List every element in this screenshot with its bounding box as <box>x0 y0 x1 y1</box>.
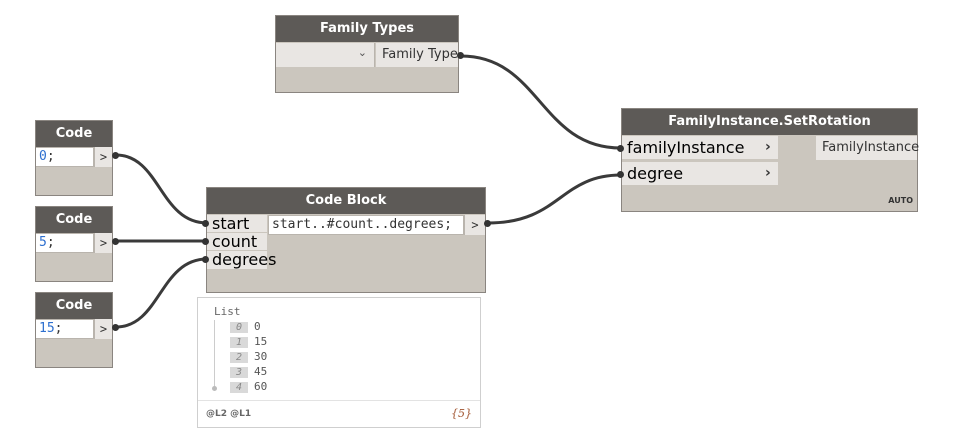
code-semicolon: ; <box>54 321 63 336</box>
list-value: 45 <box>254 365 268 378</box>
node-title: Family Types <box>276 16 458 42</box>
preview-footer: @L2 @L1 {5} <box>198 400 480 429</box>
list-index: 1 <box>230 337 248 348</box>
output-port-family-type[interactable]: Family Type <box>376 43 458 67</box>
wire-familytype-to-familyinstance[interactable] <box>460 54 622 150</box>
list-index: 2 <box>230 352 248 363</box>
code-semicolon: ; <box>46 149 55 164</box>
output-connector[interactable] <box>457 52 464 59</box>
chevron-down-icon: ⌄ <box>357 46 367 59</box>
input-port-degree[interactable]: degree <box>622 162 778 186</box>
output-port[interactable]: > <box>94 319 112 339</box>
output-connector[interactable] <box>112 238 119 245</box>
code-editor[interactable]: 0; <box>36 147 94 167</box>
node-title: Code Block <box>207 188 485 214</box>
wire-15-to-degrees[interactable] <box>115 257 208 329</box>
code-number: 0 <box>39 149 47 164</box>
list-index: 4 <box>230 382 248 393</box>
input-port-start[interactable]: start <box>207 215 267 233</box>
code-number: 5 <box>39 235 47 250</box>
code-block-0-node[interactable]: Code Block 0; > <box>35 120 113 196</box>
list-value: 30 <box>254 350 268 363</box>
node-title: FamilyInstance.SetRotation <box>622 109 917 135</box>
wire-0-to-start[interactable] <box>115 153 208 225</box>
output-port[interactable]: > <box>94 233 112 253</box>
input-port-family-instance[interactable]: familyInstance <box>622 136 778 160</box>
family-types-node[interactable]: Family Types ⌄ Family Type <box>275 15 459 93</box>
code-editor[interactable]: 5; <box>36 233 94 253</box>
port-label: count <box>212 232 258 251</box>
node-title: Code Block <box>36 207 112 253</box>
list-item: 1 15 <box>230 335 267 350</box>
list-index: 3 <box>230 367 248 378</box>
output-port-family-instance[interactable]: FamilyInstance <box>816 136 919 160</box>
input-connector[interactable] <box>617 145 624 152</box>
list-item: 2 30 <box>230 350 267 365</box>
input-connector[interactable] <box>202 220 209 227</box>
list-index: 0 <box>230 322 248 333</box>
chevron-right-icon: › <box>765 139 771 155</box>
list-tree-line <box>214 320 215 388</box>
port-label: degrees <box>212 250 277 269</box>
list-value: 0 <box>254 320 261 333</box>
output-port[interactable]: > <box>94 147 112 167</box>
code-editor[interactable]: start..#count..degrees; <box>268 215 464 235</box>
list-levels[interactable]: @L2 @L1 <box>206 409 252 419</box>
list-title: List <box>214 305 241 318</box>
list-count: {5} <box>451 407 472 420</box>
code-number: 15 <box>39 321 55 336</box>
input-connector[interactable] <box>202 256 209 263</box>
node-title: Code Block <box>36 121 112 167</box>
port-label: familyInstance <box>627 138 745 157</box>
list-item: 3 45 <box>230 365 267 380</box>
list-tree-end-dot <box>212 386 217 391</box>
port-label: start <box>212 214 250 233</box>
output-connector[interactable] <box>112 152 119 159</box>
port-label: degree <box>627 164 684 183</box>
list-value: 15 <box>254 335 268 348</box>
output-port[interactable]: > <box>464 215 485 235</box>
output-connector[interactable] <box>484 220 491 227</box>
list-value: 60 <box>254 380 268 393</box>
wire-codeblock-to-degree[interactable] <box>487 173 622 225</box>
code-semicolon: ; <box>46 235 55 250</box>
code-block-main-node[interactable]: Code Block start count degrees start..#c… <box>206 187 486 293</box>
lacing-label: AUTO <box>888 196 913 205</box>
node-title: Code Block <box>36 293 112 339</box>
input-port-count[interactable]: count <box>207 233 267 251</box>
list-item: 4 60 <box>230 380 267 395</box>
code-block-5-node[interactable]: Code Block 5; > <box>35 206 113 282</box>
code-editor[interactable]: 15; <box>36 319 94 339</box>
input-connector[interactable] <box>202 238 209 245</box>
code-block-15-node[interactable]: Code Block 15; > <box>35 292 113 368</box>
input-port-degrees[interactable]: degrees <box>207 251 276 269</box>
family-type-dropdown[interactable]: ⌄ <box>276 43 375 67</box>
set-rotation-node[interactable]: FamilyInstance.SetRotation familyInstanc… <box>621 108 919 212</box>
input-connector[interactable] <box>617 171 624 178</box>
output-connector[interactable] <box>112 324 119 331</box>
chevron-right-icon: › <box>765 165 771 181</box>
